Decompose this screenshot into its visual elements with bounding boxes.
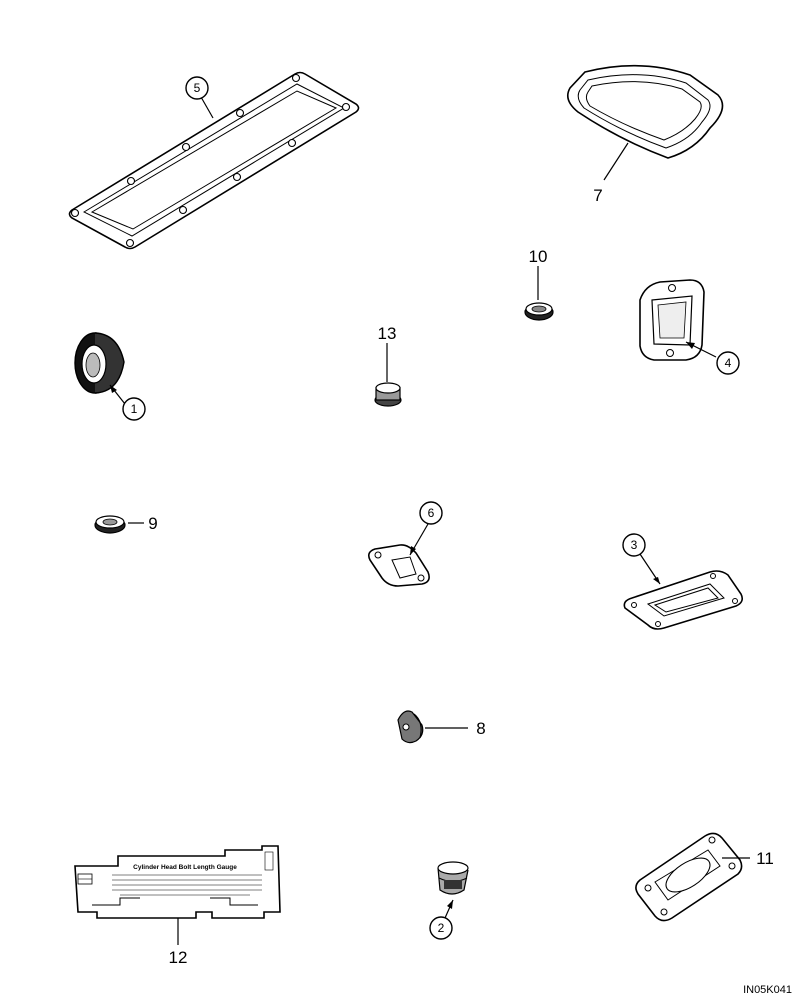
part-8-clamp xyxy=(397,710,424,744)
part-7-cover-gasket xyxy=(567,64,724,159)
svg-text:11: 11 xyxy=(756,849,774,868)
part-3-rect-gasket xyxy=(623,570,743,630)
callout-6: 6 xyxy=(409,501,443,556)
callout-1: 1 xyxy=(109,384,146,421)
svg-text:1: 1 xyxy=(131,402,138,416)
part-13-plug xyxy=(374,382,402,407)
part-6-flange-gasket xyxy=(368,544,430,587)
part-12-gauge-card: Cylinder Head Bolt Length Gauge xyxy=(74,845,281,919)
callout-5: 5 xyxy=(185,76,214,119)
svg-text:12: 12 xyxy=(169,948,188,967)
svg-text:10: 10 xyxy=(529,247,548,266)
svg-text:6: 6 xyxy=(428,506,435,520)
svg-text:2: 2 xyxy=(438,921,445,935)
svg-text:9: 9 xyxy=(148,514,157,533)
callout-2: 2 xyxy=(429,899,454,940)
svg-text:8: 8 xyxy=(476,719,485,738)
callout-8: 8 xyxy=(425,719,486,738)
callout-11: 11 xyxy=(722,849,774,868)
callout-13: 13 xyxy=(378,324,397,382)
callout-4: 4 xyxy=(685,341,740,375)
svg-text:4: 4 xyxy=(725,356,732,370)
part-10-seal xyxy=(524,302,554,321)
svg-text:7: 7 xyxy=(593,186,602,205)
svg-text:13: 13 xyxy=(378,324,397,343)
callout-12: 12 xyxy=(169,918,188,967)
callout-3: 3 xyxy=(622,533,661,585)
svg-text:3: 3 xyxy=(631,538,638,552)
callout-7: 7 xyxy=(593,142,629,205)
part-5-long-gasket xyxy=(68,71,360,250)
callout-10: 10 xyxy=(529,247,548,300)
svg-text:5: 5 xyxy=(194,81,201,95)
figure-reference-code: IN05K041 xyxy=(743,984,792,996)
part-2-cup-plug xyxy=(437,861,469,895)
part-11-port-gasket xyxy=(635,832,743,922)
part-4-port-gasket xyxy=(639,279,705,361)
gauge-card-title: Cylinder Head Bolt Length Gauge xyxy=(133,864,237,871)
callout-9: 9 xyxy=(128,514,158,533)
part-1-large-seal xyxy=(74,332,125,394)
part-9-washer xyxy=(94,515,126,534)
